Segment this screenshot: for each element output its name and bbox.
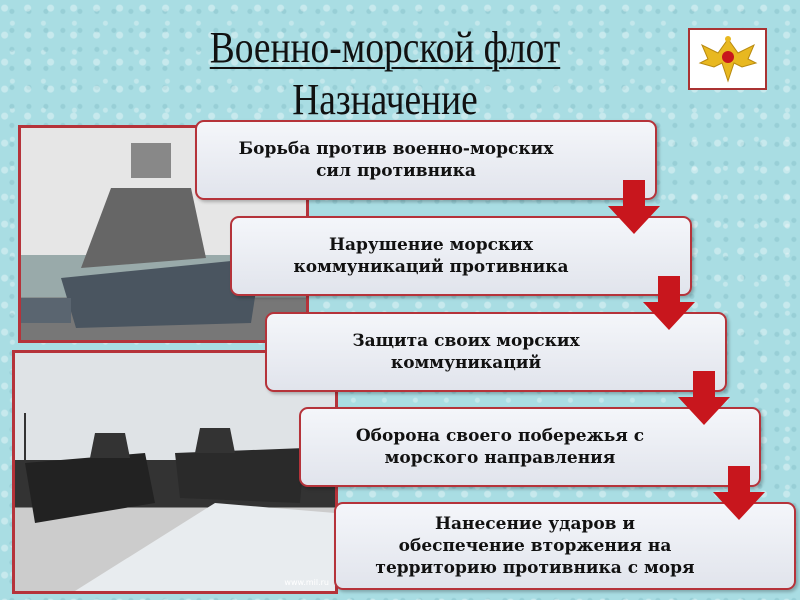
docked-warships-photo: www.mil.ru	[12, 350, 338, 594]
emblem-icon	[688, 28, 767, 90]
down-arrow-icon	[608, 180, 660, 234]
step-text: Нанесение ударов и	[434, 514, 636, 534]
photo-watermark: www.mil.ru	[284, 578, 329, 587]
step-text: обеспечение вторжения на	[398, 536, 672, 556]
step-text: Нарушение морских	[328, 235, 534, 255]
step-text: территорию противника с моря	[375, 558, 695, 578]
down-arrow-icon	[643, 276, 695, 330]
step-text: Оборона своего побережья с	[355, 426, 645, 446]
slide-subtitle: Назначение	[292, 75, 478, 124]
step-text: Защита своих морских	[352, 331, 580, 351]
step-text: морского направления	[384, 448, 616, 468]
down-arrow-icon	[713, 466, 765, 520]
slide-title: Военно-морской флот	[209, 23, 561, 72]
step-text: Борьба против военно-морских	[238, 139, 554, 159]
step-text: коммуникаций	[390, 353, 542, 373]
step-text: сил противника	[316, 161, 476, 181]
step-text: коммуникаций противника	[293, 257, 569, 277]
down-arrow-icon	[678, 371, 730, 425]
